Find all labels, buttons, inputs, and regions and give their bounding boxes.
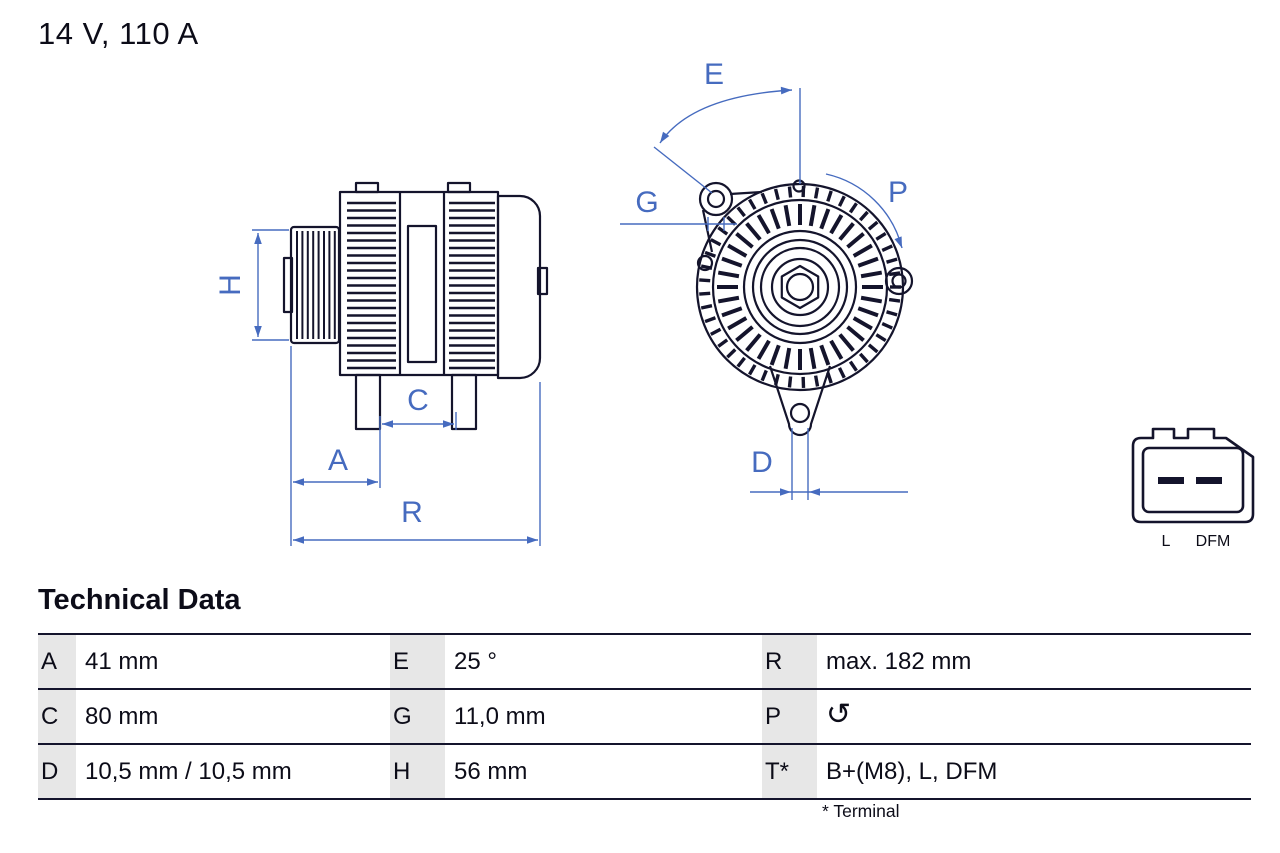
alternator-front-view — [695, 179, 914, 437]
page-title: 14 V, 110 A — [38, 16, 199, 51]
table-value: 11,0 mm — [445, 688, 762, 743]
table-value: 10,5 mm / 10,5 mm — [76, 743, 390, 798]
value-label: 41 mm — [85, 647, 159, 675]
key-label: P — [765, 702, 782, 730]
connector-label-dfm: DFM — [1196, 533, 1231, 550]
dimension-lines — [252, 88, 908, 546]
value-label: B+(M8), L, DFM — [826, 757, 998, 785]
dim-label-r: R — [401, 496, 423, 529]
terminal-footnote: * Terminal — [822, 801, 900, 821]
key-label: T* — [765, 757, 789, 785]
table-key: H — [390, 743, 445, 798]
dim-label-g: G — [635, 186, 658, 219]
face-vent-slots — [717, 204, 883, 370]
key-label: E — [393, 647, 410, 675]
table-value: 56 mm — [445, 743, 762, 798]
value-label: 11,0 mm — [454, 702, 546, 730]
dimension-arrowheads — [254, 86, 902, 544]
key-label: G — [393, 702, 412, 730]
dim-label-a: A — [328, 444, 348, 477]
key-label: A — [41, 647, 58, 675]
table-value: 80 mm — [76, 688, 390, 743]
dim-label-e: E — [704, 58, 724, 91]
table-key: G — [390, 688, 445, 743]
key-label: C — [41, 702, 59, 730]
value-label: 10,5 mm / 10,5 mm — [85, 757, 292, 785]
connector-pin-dfm — [1196, 477, 1222, 484]
table-key: P — [762, 688, 817, 743]
rotation-direction-icon: ↺ — [826, 697, 852, 731]
table-key: C — [38, 688, 76, 743]
key-label: R — [765, 647, 783, 675]
dim-label-h: H — [214, 274, 247, 296]
connector-label-l: L — [1162, 533, 1171, 550]
vent-fins — [449, 201, 495, 370]
technical-drawing: H A C R E G P D L DFM — [214, 58, 1255, 550]
table-key: D — [38, 743, 76, 798]
table-value: max. 182 mm — [817, 633, 1251, 688]
table-key: T* — [762, 743, 817, 798]
table-value: 25 ° — [445, 633, 762, 688]
value-label: max. 182 mm — [826, 647, 972, 675]
value-label: 80 mm — [85, 702, 159, 730]
value-label: 56 mm — [454, 757, 528, 785]
key-label: D — [41, 757, 59, 785]
dim-label-c: C — [407, 384, 429, 417]
rim-vent-slots — [699, 186, 901, 388]
table-value: ↺ — [817, 688, 1251, 743]
technical-data-table: A 41 mm E 25 ° R max. 182 mm C 80 mm G 1… — [38, 633, 1251, 800]
technical-data-heading: Technical Data — [38, 584, 241, 616]
vent-fins — [347, 201, 396, 370]
pulley-ribs — [296, 231, 336, 339]
table-value: 41 mm — [76, 633, 390, 688]
table-value: B+(M8), L, DFM — [817, 743, 1251, 798]
connector-pinout — [1131, 427, 1255, 524]
value-label: 25 ° — [454, 647, 497, 675]
table-key: R — [762, 633, 817, 688]
alternator-side-view — [282, 181, 549, 431]
dim-label-p: P — [888, 176, 908, 209]
connector-pin-l — [1158, 477, 1184, 484]
dim-label-d: D — [751, 446, 773, 479]
table-key: A — [38, 633, 76, 688]
table-key: E — [390, 633, 445, 688]
key-label: H — [393, 757, 411, 785]
